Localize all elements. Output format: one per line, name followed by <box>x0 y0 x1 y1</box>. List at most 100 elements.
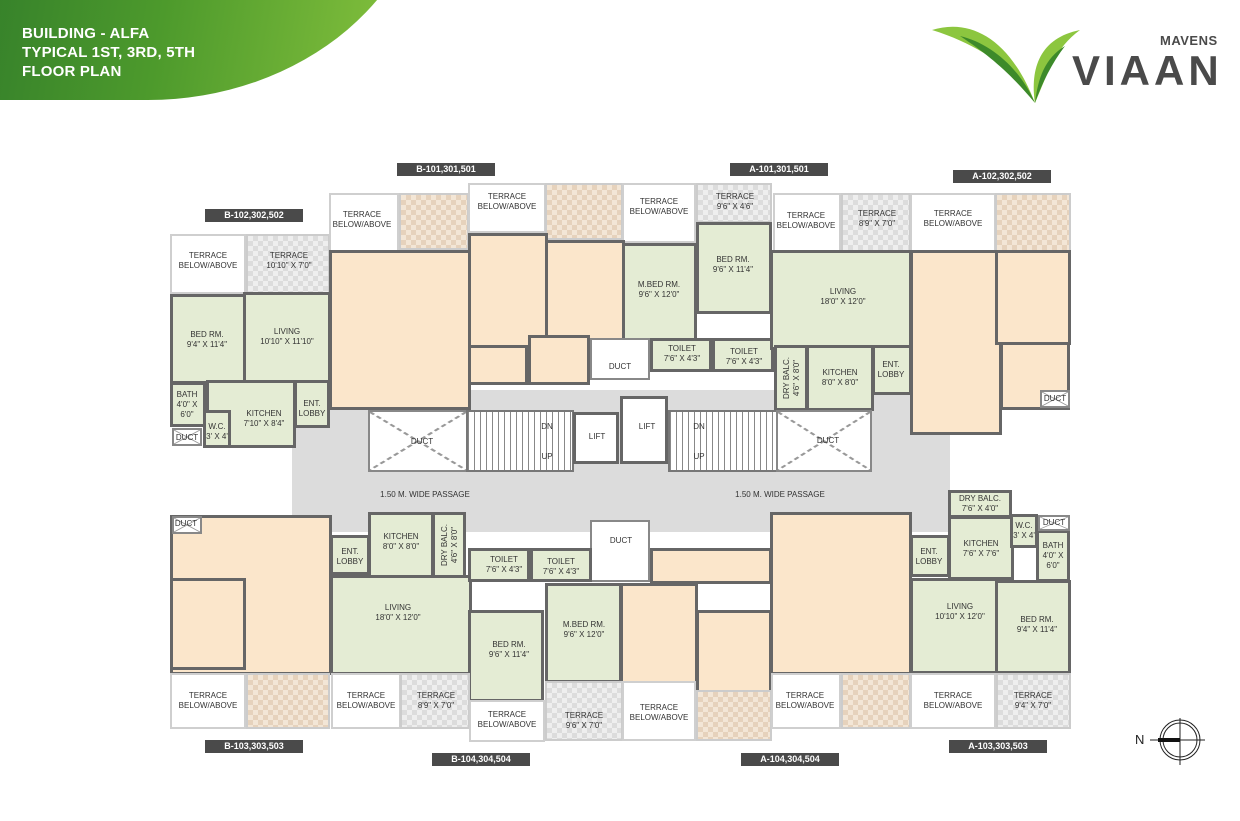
room-a104-bed1 <box>620 583 698 691</box>
label-b104-mbed: M.BED RM. 9'6" X 12'0" <box>562 620 606 639</box>
title-line-2: TYPICAL 1ST, 3RD, 5TH <box>22 44 196 61</box>
label-b102-kitchen: KITCHEN 7'10" X 8'4" <box>243 409 285 428</box>
room-a103-living <box>910 578 998 674</box>
label-terrace-a101: TERRACE 9'6" X 4'6" <box>715 192 755 211</box>
terrace-a104-ba-1 <box>622 681 696 741</box>
label-terrace-a101-ba: TERRACE BELOW/ABOVE <box>629 197 689 216</box>
room-a103-kitchen <box>948 516 1014 580</box>
duct-core-left <box>368 410 468 472</box>
terrace-a101-ba <box>622 183 696 243</box>
terrace-b103 <box>246 673 330 729</box>
unit-tag-a101: A-101,301,501 <box>730 163 828 176</box>
label-duct-top: DUCT <box>608 362 632 371</box>
label-a103-bath: BATH 4'0" X 6'0" <box>1042 541 1064 570</box>
room-b104-lobby <box>330 535 370 575</box>
room-b102-lobby <box>294 380 330 428</box>
label-b103-duct: DUCT <box>174 519 198 528</box>
unit-tag-a102: A-102,302,502 <box>953 170 1051 183</box>
label-b102-bath: BATH 4'0" X 6'0" <box>176 390 198 419</box>
duct-a102 <box>1040 390 1070 408</box>
label-up-left: UP <box>541 452 553 461</box>
label-terrace-b104-1: TERRACE 8'9" X 7'0" <box>416 691 456 710</box>
room-b101-living <box>329 250 471 410</box>
label-duct-bottom: DUCT <box>609 536 633 545</box>
room-b101-toilet1 <box>468 345 528 385</box>
label-b102-living: LIVING 10'10" X 11'10" <box>260 327 314 346</box>
label-b104-toilet2: TOILET 7'6" X 4'3" <box>542 557 580 576</box>
label-a101-toilet1: TOILET 7'6" X 4'3" <box>663 344 701 363</box>
label-passage-left: 1.50 M. WIDE PASSAGE <box>380 490 470 499</box>
label-terrace-b102: TERRACE 10'10" X 7'0" <box>266 251 312 270</box>
label-passage-right: 1.50 M. WIDE PASSAGE <box>735 490 825 499</box>
label-a101-kitchen: KITCHEN 8'0" X 8'0" <box>821 368 859 387</box>
label-a102-duct: DUCT <box>1043 394 1067 403</box>
room-b102-wc <box>203 410 231 448</box>
duct-core-bottom <box>590 520 650 582</box>
label-dn-right: DN <box>693 422 705 431</box>
terrace-b104-ba-1 <box>331 673 401 729</box>
label-a103-drybalc: DRY BALC. 7'6" X 4'0" <box>959 494 1001 513</box>
room-a102-bath <box>1000 342 1070 410</box>
label-a101-drybalc: DRY BALC. 4'6" X 8'0" <box>782 357 801 399</box>
label-a103-kitchen: KITCHEN 7'6" X 7'6" <box>962 539 1000 558</box>
unit-tag-a104: A-104,304,504 <box>741 753 839 766</box>
title-line-1: BUILDING - ALFA <box>22 25 150 42</box>
label-b104-kitchen: KITCHEN 8'0" X 8'0" <box>382 532 420 551</box>
terrace-a102-ba <box>910 193 996 253</box>
label-terrace-b101-ba-2: TERRACE BELOW/ABOVE <box>477 192 537 211</box>
label-a101-living: LIVING 18'0" X 12'0" <box>820 287 866 306</box>
room-b104-bed <box>468 610 544 702</box>
room-a103-wc <box>1010 514 1038 548</box>
room-a104-toilets <box>650 548 772 584</box>
label-a103-bed: BED RM. 9'4" X 11'4" <box>1016 615 1058 634</box>
unit-tag-b101: B-101,301,501 <box>397 163 495 176</box>
label-terrace-a101-ba-2: TERRACE BELOW/ABOVE <box>776 211 836 230</box>
room-a101-toilet1 <box>650 338 712 372</box>
label-up-right: UP <box>693 452 705 461</box>
label-terrace-a101-2: TERRACE 8'9" X 7'0" <box>857 209 897 228</box>
terrace-b104-ba-2 <box>469 700 545 742</box>
room-b101-bed1 <box>468 233 548 348</box>
lift-right <box>620 396 668 464</box>
terrace-a104 <box>696 690 772 741</box>
room-a101-lobby <box>872 345 912 395</box>
label-b104-living: LIVING 18'0" X 12'0" <box>375 603 421 622</box>
terrace-a101 <box>696 183 772 223</box>
label-terrace-b103-ba: TERRACE BELOW/ABOVE <box>178 691 238 710</box>
terrace-b101 <box>399 193 469 250</box>
room-b104-toilet2 <box>530 548 592 582</box>
room-a102-bed <box>995 250 1071 345</box>
terrace-a101-2 <box>841 193 911 253</box>
room-b104-living <box>330 575 472 675</box>
label-a101-bed: BED RM. 9'6" X 11'4" <box>712 255 754 274</box>
duct-core-top <box>590 338 650 380</box>
label-b104-toilet1: TOILET 7'6" X 4'3" <box>485 555 523 574</box>
terrace-b101-2 <box>545 183 623 240</box>
label-terrace-b104-ba-2: TERRACE BELOW/ABOVE <box>477 710 537 729</box>
duct-a103 <box>1038 515 1070 531</box>
label-a103-lobby: ENT. LOBBY <box>915 547 943 566</box>
room-a101-mbed <box>622 243 697 343</box>
label-terrace-b102-ba: TERRACE BELOW/ABOVE <box>178 251 238 270</box>
unit-tag-b104: B-104,304,504 <box>432 753 530 766</box>
terrace-a103 <box>996 673 1071 729</box>
unit-tag-a103: A-103,303,503 <box>949 740 1047 753</box>
label-b102-lobby: ENT. LOBBY <box>298 399 326 418</box>
label-b102-duct: DUCT <box>175 433 199 442</box>
room-a104-living <box>770 512 912 675</box>
title-line-3: FLOOR PLAN <box>22 63 122 80</box>
room-b104-toilet1 <box>468 548 530 582</box>
duct-b103 <box>172 516 202 534</box>
page-title: BUILDING - ALFA TYPICAL 1ST, 3RD, 5TH FL… <box>22 24 195 81</box>
north-compass: N <box>1135 715 1215 775</box>
label-b104-drybalc: DRY BALC. 4'6" X 8'0" <box>440 524 459 566</box>
room-a101-toilet2 <box>712 338 774 372</box>
label-duct-left: DUCT <box>410 437 434 446</box>
terrace-b104-1 <box>400 673 470 729</box>
terrace-b102 <box>246 234 330 294</box>
staircase-left <box>466 410 574 472</box>
north-arrow-icon <box>1150 718 1205 765</box>
logo-brand-small: MAVENS <box>1160 33 1218 48</box>
terrace-a102 <box>995 193 1071 253</box>
room-b101-bed2 <box>545 240 625 348</box>
